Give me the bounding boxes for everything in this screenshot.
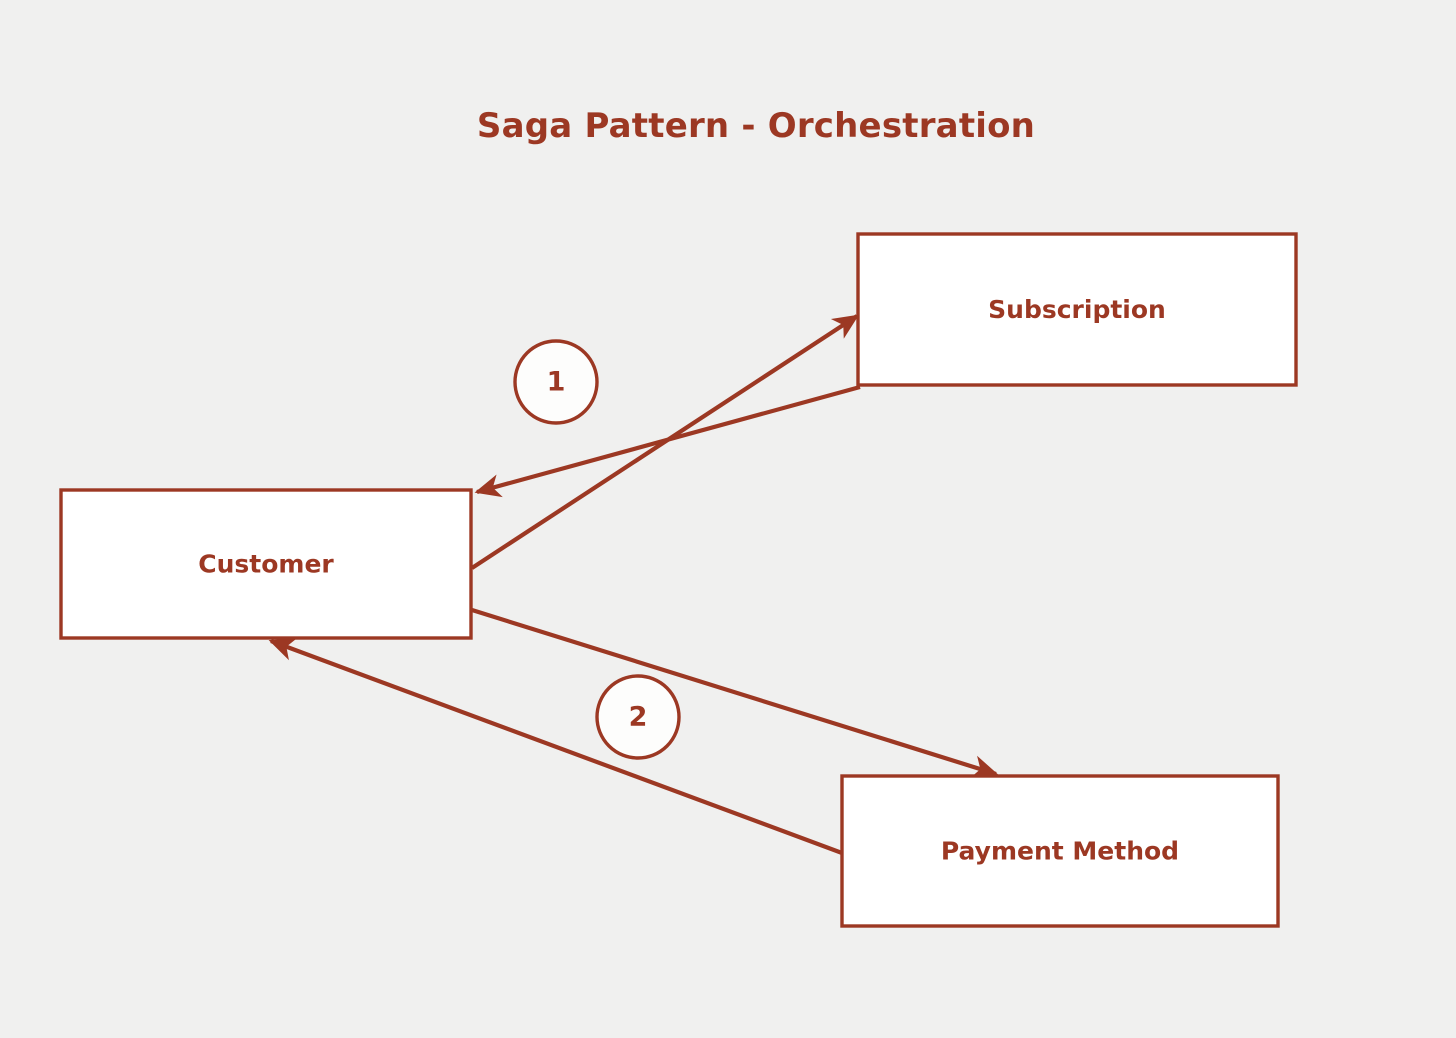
sequence-badge-2: 2 bbox=[595, 674, 681, 760]
page-title: Saga Pattern - Orchestration bbox=[477, 106, 1035, 146]
sequence-badge-1-label: 1 bbox=[547, 367, 566, 398]
sequence-badge-1-circle bbox=[513, 339, 599, 425]
node-subscription[interactable]: Subscription bbox=[856, 232, 1298, 387]
sequence-badge-layer: 1 2 bbox=[513, 339, 681, 760]
node-subscription-box[interactable] bbox=[856, 232, 1298, 387]
node-customer-label: Customer bbox=[198, 550, 334, 579]
node-customer[interactable]: Customer bbox=[59, 488, 473, 640]
node-customer-box[interactable] bbox=[59, 488, 473, 640]
edge-subscription-to-customer bbox=[474, 384, 861, 498]
edge-payment-method-to-customer bbox=[268, 638, 843, 855]
sequence-badge-2-circle bbox=[595, 674, 681, 760]
sequence-badge-1: 1 bbox=[513, 339, 599, 425]
node-payment-method[interactable]: Payment Method bbox=[840, 774, 1280, 928]
node-payment-method-box[interactable] bbox=[840, 774, 1280, 928]
edge-customer-to-payment-method bbox=[471, 607, 999, 779]
node-subscription-label: Subscription bbox=[988, 295, 1166, 324]
edge-layer bbox=[268, 314, 999, 855]
node-layer: Subscription Customer Payment Method bbox=[59, 232, 1298, 928]
node-payment-method-label: Payment Method bbox=[941, 837, 1179, 866]
sequence-badge-2-label: 2 bbox=[629, 702, 648, 733]
